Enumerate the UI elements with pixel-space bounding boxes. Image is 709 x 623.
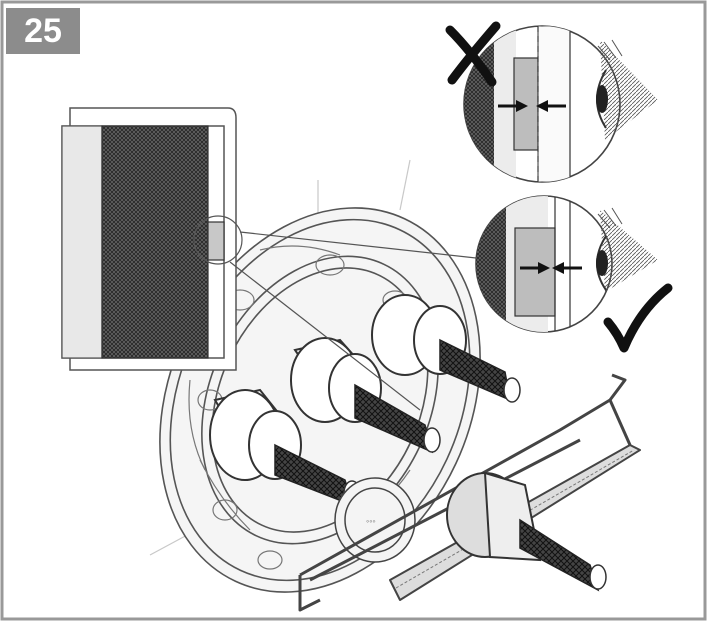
zoom-correct xyxy=(475,195,613,333)
svg-text:◦◦◦: ◦◦◦ xyxy=(366,516,376,526)
leader-lines xyxy=(229,231,477,411)
center-hub: ◦◦◦ xyxy=(334,477,416,563)
clamped-spacer xyxy=(446,471,607,592)
section-detail-view xyxy=(61,107,243,371)
magnify-ring xyxy=(193,215,243,265)
eye-icon-top xyxy=(596,39,658,140)
eye-icon-bottom xyxy=(596,207,658,292)
x-mark-icon xyxy=(445,21,501,87)
step-number-badge: 25 xyxy=(6,8,80,54)
spacer-cylinder-middle xyxy=(290,337,441,454)
spacer-cylinder-back xyxy=(371,294,521,403)
check-mark-icon xyxy=(603,283,673,353)
